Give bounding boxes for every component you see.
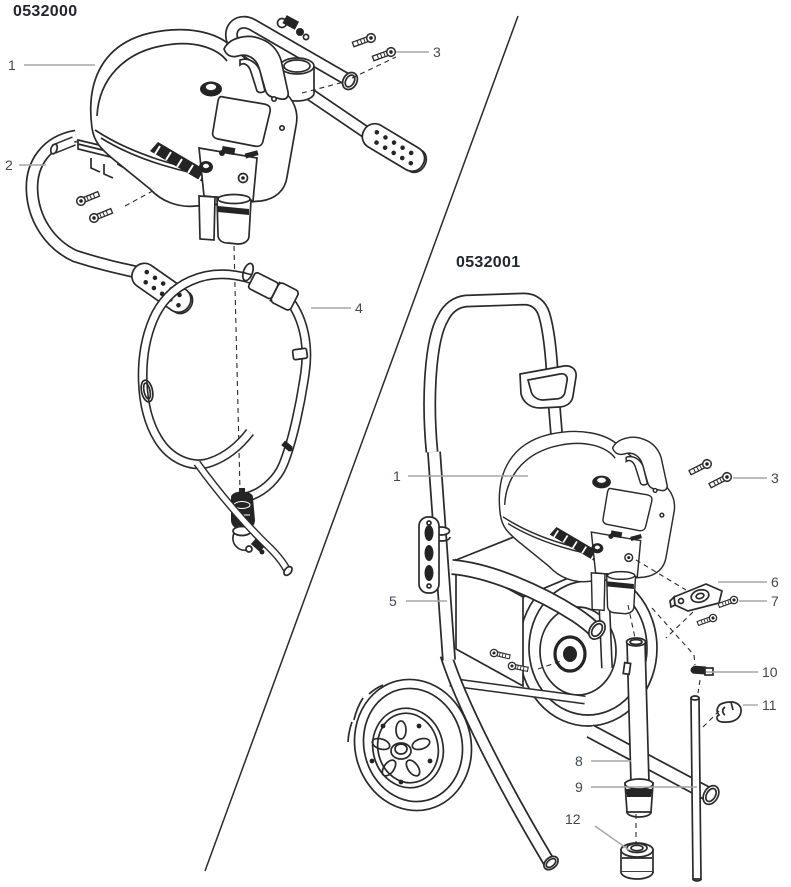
callout-9: 9 — [575, 779, 583, 795]
callout-3: 3 — [433, 44, 441, 60]
callout-7: 7 — [771, 593, 779, 609]
callout-10: 10 — [762, 664, 778, 680]
diagram-0532000-drawing — [25, 15, 428, 577]
callout-leader-lines — [19, 51, 767, 851]
diagram-0532001-drawing — [347, 292, 742, 882]
inlet-strainer-drawing — [620, 842, 654, 880]
mount-bracket-drawing — [669, 583, 723, 612]
cart-cross-tube-drawing — [451, 559, 606, 640]
callout-11: 11 — [762, 697, 777, 713]
gun-holder-plate-drawing — [418, 516, 440, 594]
callout-12: 12 — [565, 811, 581, 827]
callout-1-cart: 1 — [393, 468, 401, 484]
return-tube-cart-drawing — [690, 695, 702, 882]
callout-1: 1 — [8, 57, 16, 73]
sprayer-unit-drawing — [89, 28, 298, 245]
lower-cross-bar-drawing — [586, 724, 720, 806]
diagram-title-0532000: 0532000 — [13, 3, 78, 20]
front-leg-drawing — [439, 653, 559, 871]
divider-line — [204, 15, 519, 872]
diagram-title-0532001: 0532001 — [456, 254, 521, 271]
dashed-guides-0532001 — [537, 559, 720, 843]
cart-handle-loop-drawing — [423, 292, 577, 453]
callout-2: 2 — [5, 157, 13, 173]
clamp-parts-drawing — [276, 15, 310, 41]
callout-8: 8 — [575, 753, 583, 769]
callout-4: 4 — [355, 300, 363, 316]
retainer-clip-drawing — [716, 701, 742, 723]
callout-6: 6 — [771, 574, 779, 590]
return-tube-drawing — [193, 460, 293, 577]
callout-5: 5 — [389, 593, 397, 609]
front-wheel-drawing — [347, 678, 473, 812]
cart-frame-upper-drawing — [225, 15, 428, 174]
hose-assembly-drawing — [137, 262, 312, 577]
callout-3-cart: 3 — [771, 470, 779, 486]
outlet-fitting-drawing — [690, 665, 714, 676]
